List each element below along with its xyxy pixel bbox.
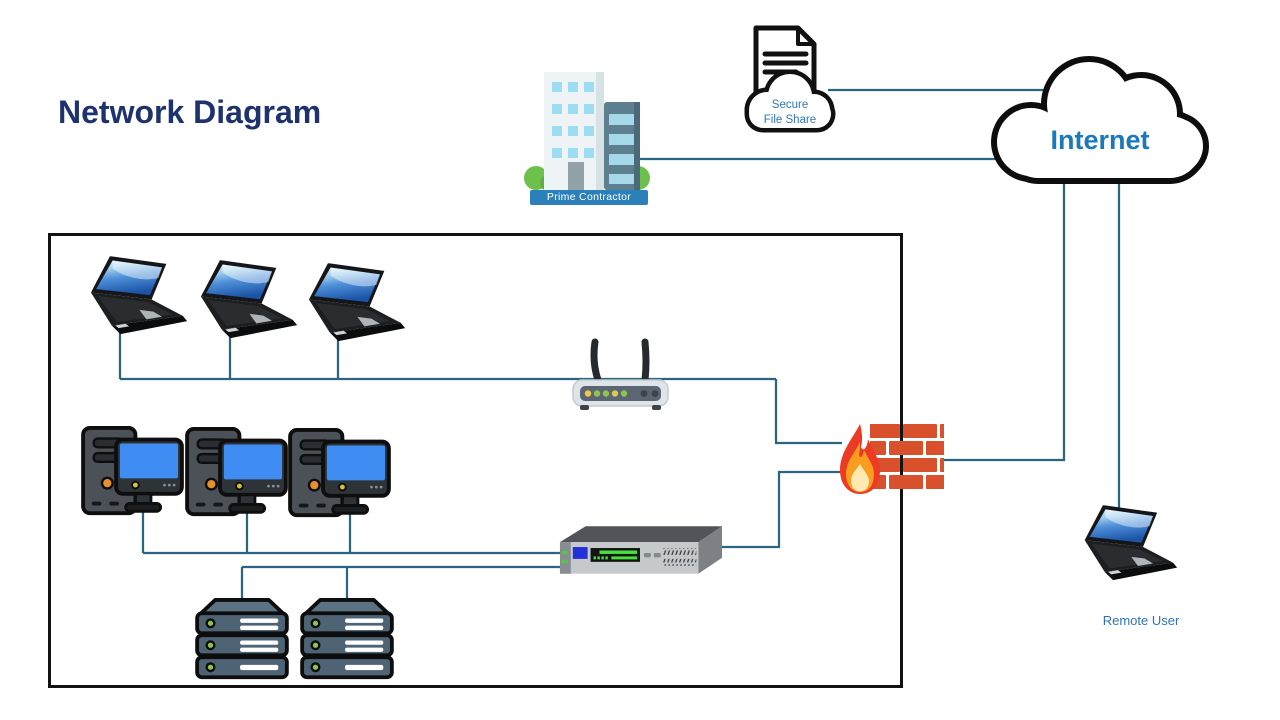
desktop-computer-icon bbox=[183, 427, 290, 520]
server-stack-icon bbox=[194, 598, 290, 682]
edge-firewall-to-internet bbox=[944, 178, 1066, 462]
network-switch-icon bbox=[559, 526, 722, 574]
secure-file-share-label-line2: File Share bbox=[764, 114, 816, 126]
server-stack-icon bbox=[299, 598, 395, 682]
internet-label: Internet bbox=[1050, 125, 1149, 155]
desktop-computer-icon bbox=[286, 428, 393, 521]
lan-boundary-box bbox=[48, 233, 903, 688]
prime-contractor-label: Prime Contractor bbox=[530, 190, 648, 205]
remote-user-laptop-icon bbox=[1078, 503, 1178, 584]
laptop-icon bbox=[84, 254, 188, 338]
wireless-router-icon bbox=[572, 338, 669, 410]
edge-router-to-firewall bbox=[774, 379, 842, 445]
internet-cloud-icon: Internet bbox=[991, 56, 1209, 184]
cloud-outline bbox=[744, 69, 836, 133]
edge-switch-to-firewall bbox=[714, 470, 842, 549]
laptop-icon bbox=[302, 261, 406, 345]
office-building-icon bbox=[524, 72, 650, 191]
remote-user-label: Remote User bbox=[1102, 613, 1180, 628]
secure-file-share-label-line1: Secure bbox=[772, 99, 808, 111]
secure-file-share-icon: Secure File Share bbox=[744, 25, 836, 133]
laptop-icon bbox=[194, 258, 298, 342]
page-title: Network Diagram bbox=[58, 94, 322, 130]
firewall-icon bbox=[840, 424, 944, 494]
desktop-computer-icon bbox=[79, 426, 186, 519]
